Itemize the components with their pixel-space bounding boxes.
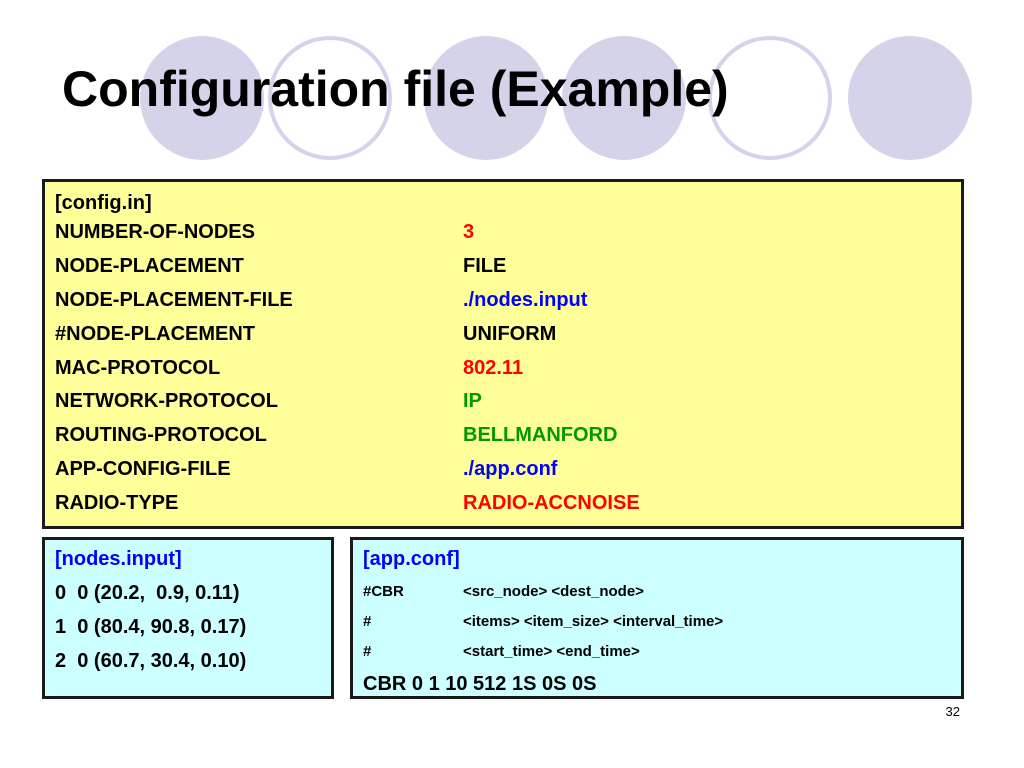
config-value: BELLMANFORD xyxy=(463,424,618,447)
app-conf-row: # <items> <item_size> <interval_time> xyxy=(363,606,961,636)
config-in-header: [config.in] xyxy=(55,192,152,214)
decorative-circle xyxy=(268,36,392,160)
config-key: RADIO-TYPE xyxy=(55,491,179,514)
app-conf-key: # xyxy=(363,612,372,630)
config-row: APP-CONFIG-FILE ./app.conf xyxy=(55,453,961,487)
app-conf-key: # xyxy=(363,642,372,660)
app-conf-row: # <start_time> <end_time> xyxy=(363,636,961,666)
config-value: ./nodes.input xyxy=(463,288,588,311)
config-value: FILE xyxy=(463,255,507,278)
config-value: RADIO-ACCNOISE xyxy=(463,491,640,514)
config-row: MAC-PROTOCOL 802.11 xyxy=(55,351,961,385)
decorative-circle xyxy=(424,36,548,160)
config-key: #NODE-PLACEMENT xyxy=(55,322,256,345)
node-line: 0 0 (20.2, 0.9, 0.11) xyxy=(55,582,240,604)
app-conf-panel: [app.conf] #CBR <src_node> <dest_node> #… xyxy=(350,537,964,699)
page-number: 32 xyxy=(945,704,960,719)
config-value: UNIFORM xyxy=(463,322,557,345)
app-conf-value: <src_node> <dest_node> xyxy=(463,582,644,600)
config-row: RADIO-TYPE RADIO-ACCNOISE xyxy=(55,486,961,520)
decorative-circle xyxy=(562,36,686,160)
app-conf-value: <start_time> <end_time> xyxy=(463,642,640,660)
config-value: IP xyxy=(463,390,482,413)
config-row: ROUTING-PROTOCOL BELLMANFORD xyxy=(55,419,961,453)
config-key: NODE-PLACEMENT-FILE xyxy=(55,288,293,311)
decorative-circle xyxy=(708,36,832,160)
app-conf-row: #CBR <src_node> <dest_node> xyxy=(363,576,961,606)
nodes-input-header: [nodes.input] xyxy=(55,548,182,570)
config-row: NODE-PLACEMENT FILE xyxy=(55,250,961,284)
config-key: MAC-PROTOCOL xyxy=(55,356,221,379)
config-key: NODE-PLACEMENT xyxy=(55,255,244,278)
config-row: NODE-PLACEMENT-FILE ./nodes.input xyxy=(55,284,961,318)
config-value: 3 xyxy=(463,221,475,244)
decorative-circle xyxy=(848,36,972,160)
config-value: 802.11 xyxy=(463,356,524,379)
nodes-input-panel: [nodes.input] 0 0 (20.2, 0.9, 0.11) 1 0 … xyxy=(42,537,334,699)
config-value: ./app.conf xyxy=(463,457,558,480)
config-key: NUMBER-OF-NODES xyxy=(55,221,255,244)
config-key: APP-CONFIG-FILE xyxy=(55,457,231,480)
config-row: #NODE-PLACEMENT UNIFORM xyxy=(55,317,961,351)
page-title: Configuration file (Example) xyxy=(62,61,729,117)
app-conf-header: [app.conf] xyxy=(363,548,460,570)
config-key: NETWORK-PROTOCOL xyxy=(55,390,278,413)
app-conf-value: <items> <item_size> <interval_time> xyxy=(463,612,724,630)
decorative-circle xyxy=(140,36,264,160)
config-row: NUMBER-OF-NODES 3 xyxy=(55,216,961,250)
app-conf-key: #CBR xyxy=(363,582,404,600)
config-key: ROUTING-PROTOCOL xyxy=(55,424,267,447)
config-row: NETWORK-PROTOCOL IP xyxy=(55,385,961,419)
node-line: 1 0 (80.4, 90.8, 0.17) xyxy=(55,616,247,638)
node-line: 2 0 (60.7, 30.4, 0.10) xyxy=(55,650,247,672)
app-conf-command: CBR 0 1 10 512 1S 0S 0S xyxy=(363,673,597,695)
